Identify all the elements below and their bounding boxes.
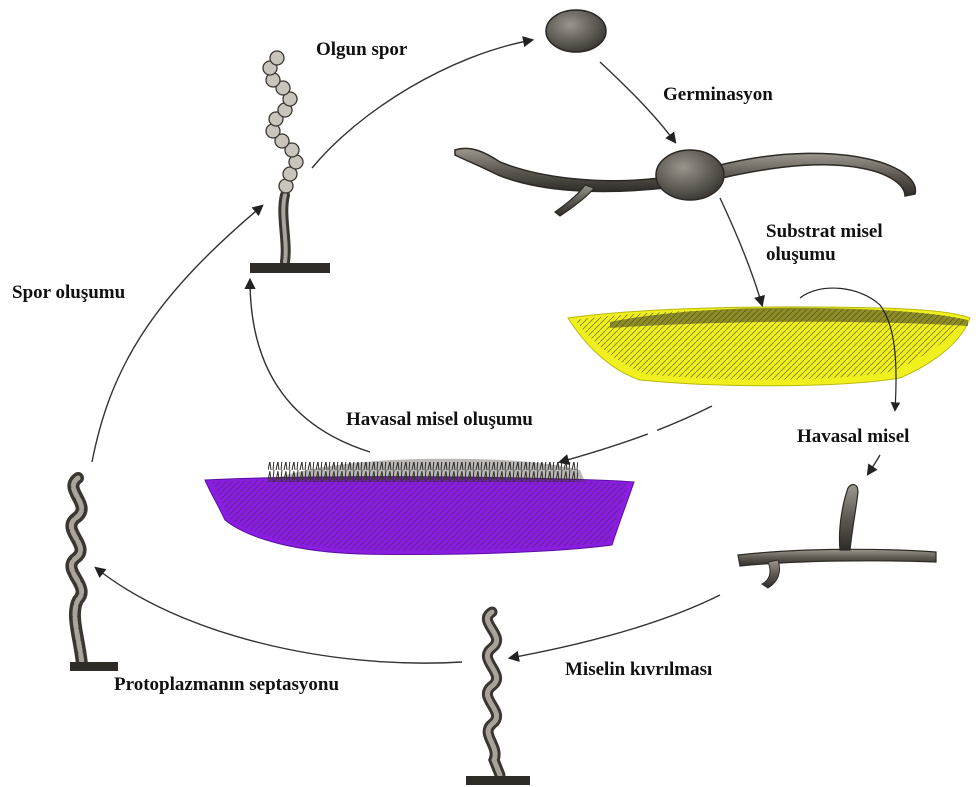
arrow-septation-to-spore-chain: [92, 206, 262, 462]
label-mature-spore: Olgun spor: [316, 38, 407, 61]
label-mycelium-coiling: Miselin kıvrılması: [565, 658, 712, 681]
arrow-aerial-hypha-to-coil: [510, 595, 720, 658]
label-aerial-mycelium-formation: Havasal misel oluşumu: [346, 408, 533, 431]
label-protoplasm-septation: Protoplazmanın septasyonu: [114, 673, 339, 696]
aerial-hypha-icon: [738, 485, 936, 588]
label-spore-formation: Spor oluşumu: [12, 281, 125, 304]
aerial-mycelium-mat-icon: [205, 459, 634, 555]
label-substrate-mycelium-formation: Substrat misel oluşumu: [766, 220, 946, 266]
septated-hypha-icon: [70, 478, 118, 671]
coiled-hypha-icon: [466, 612, 530, 785]
label-aerial-mycelium: Havasal misel: [797, 425, 909, 448]
substrate-mycelium-icon: [568, 288, 970, 410]
arrow-germination-to-substrate: [720, 198, 762, 305]
spore-icon: [546, 10, 606, 52]
arrow-substrate-to-aerial-mat: [560, 406, 712, 462]
arrow-coil-to-septation: [96, 568, 462, 663]
label-germination: Germinasyon: [663, 83, 773, 106]
arrow-to-aerial-hypha: [868, 455, 880, 474]
germinating-spore-icon: [455, 148, 915, 216]
